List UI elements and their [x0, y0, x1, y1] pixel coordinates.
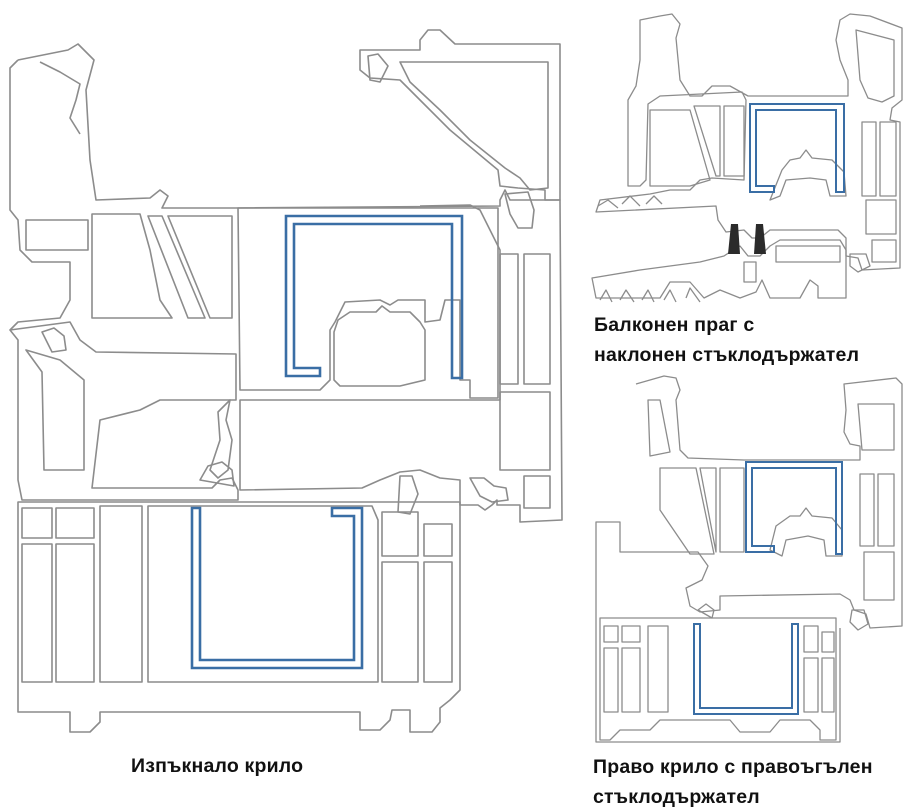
- caption-square-line-1: Право крило с правоъгълен: [593, 756, 873, 778]
- main-lower-reinforcement: [190, 506, 364, 670]
- caption-balcony-threshold: Балконен праг с наклонен стъклодържател: [594, 310, 859, 370]
- main-lower-sash: [17, 501, 461, 733]
- main-sash-chamber: [237, 207, 499, 399]
- main-top-clip: [359, 29, 561, 201]
- balcony-gasket-right: [754, 224, 766, 254]
- main-frame-outline: [17, 43, 563, 523]
- balcony-reinforcement: [749, 103, 845, 193]
- caption-square-sash: Право крило с правоъгълен стъклодържател: [593, 752, 873, 812]
- caption-balcony-line-1: Балконен праг с: [594, 314, 755, 336]
- main-left-column: [9, 321, 239, 501]
- square-lower-reinforcement: [693, 623, 799, 715]
- square-outer-frame: [595, 375, 903, 743]
- square-lower-sash: [599, 617, 837, 741]
- caption-protruding-sash: Изпъкнало крило: [131, 751, 303, 781]
- caption-protruding-sash-text: Изпъкнало крило: [131, 755, 304, 777]
- main-upper-reinforcement: [284, 214, 464, 380]
- caption-balcony-line-2: наклонен стъклодържател: [594, 344, 860, 366]
- balcony-gasket-left: [728, 224, 740, 254]
- square-upper-reinforcement: [745, 461, 843, 555]
- caption-square-line-2: стъклодържател: [593, 786, 760, 808]
- balcony-outer-frame: [595, 13, 903, 271]
